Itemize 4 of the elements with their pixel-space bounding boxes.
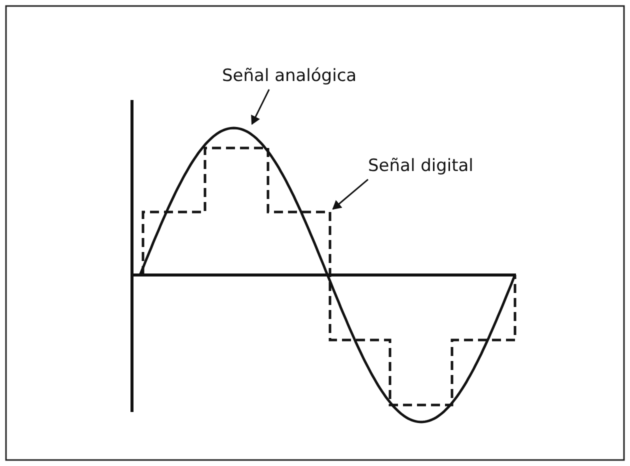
leader-arrow xyxy=(332,178,368,210)
curve-label: Señal digital xyxy=(368,156,474,176)
curve-label: Señal analógica xyxy=(222,66,357,86)
leader-arrow xyxy=(251,89,270,125)
